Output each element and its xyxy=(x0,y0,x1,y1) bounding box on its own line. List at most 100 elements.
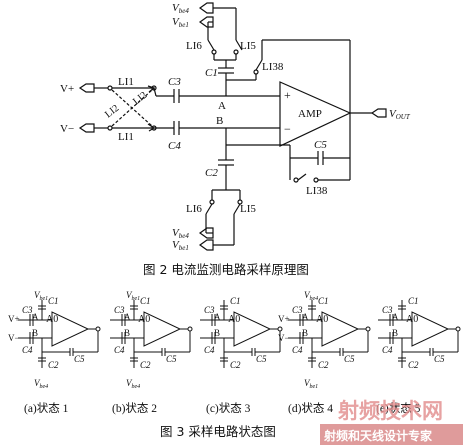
c1-label: C1 xyxy=(230,296,241,306)
node-b-label: B xyxy=(216,115,223,127)
c5-label: C5 xyxy=(166,354,177,364)
amp-triangle xyxy=(279,81,352,147)
node-a-label: A xyxy=(214,312,221,322)
c2-label: C2 xyxy=(318,360,329,370)
figure-2-labels: Vbe4 Vbe1 LI6 LI5 C1 LI38 V+ V− LI1 LI1 … xyxy=(60,2,411,252)
state-3-caption: (c)状态 3 xyxy=(206,401,251,415)
state-5-caption: (e)状态 5 xyxy=(376,401,421,415)
c1-label: C1 xyxy=(318,296,329,306)
node-a-label: A xyxy=(218,100,226,112)
vplus-label: V+ xyxy=(278,314,290,324)
opamp-label: A0 xyxy=(406,314,418,325)
c5-label: C5 xyxy=(314,139,327,151)
opamp-triangle xyxy=(233,311,272,347)
watermark-bottom: 射频和天线设计专家 xyxy=(323,428,433,443)
watermark: 射频技术网 射频和天线设计专家 xyxy=(320,399,463,445)
c4-label: C4 xyxy=(114,345,125,355)
watermark-top: 射频技术网 xyxy=(337,399,443,423)
c2-label: C2 xyxy=(48,360,59,370)
node-b-label: B xyxy=(214,328,220,338)
vminus-terminal xyxy=(78,123,95,133)
opamp-label: A0 xyxy=(46,314,58,325)
c1-label: C1 xyxy=(408,296,419,306)
opamp-triangle xyxy=(51,311,90,347)
vbe1-bottom-label: Vbe1 xyxy=(172,239,189,252)
vminus-label: V− xyxy=(278,333,290,343)
c3-label: C3 xyxy=(168,76,181,88)
c3-label: C3 xyxy=(114,305,125,315)
vout-terminal xyxy=(370,108,387,118)
c3-label: C3 xyxy=(204,305,215,315)
node-b-label: B xyxy=(302,328,308,338)
vminus-label: V− xyxy=(60,123,74,135)
vbe-top-label: Vbe1 xyxy=(34,290,48,302)
opamp-label: A0 xyxy=(228,314,240,325)
c3-label: C3 xyxy=(382,305,393,315)
vbe4-top-terminal xyxy=(198,2,214,14)
node-b-label: B xyxy=(392,328,398,338)
li1-top-label: LI1 xyxy=(118,76,134,88)
amp-label: AMP xyxy=(298,108,322,120)
figure-3-states: A0ABC3C4C1C2C5V+V−Vbe1Vbe4A0ABC3C4C1C2C5… xyxy=(8,290,461,390)
vbe-top-label: Vbe1 xyxy=(126,290,140,302)
li38-top-label: LI38 xyxy=(262,61,284,73)
c5-label: C5 xyxy=(74,354,85,364)
c2-label: C2 xyxy=(230,360,241,370)
vbe-bottom-label: Vbe1 xyxy=(304,378,318,390)
li2-label-b: LI2 xyxy=(131,90,149,108)
node-a-label: A xyxy=(392,312,399,322)
li38-bottom-label: LI38 xyxy=(306,185,328,197)
opamp-label: A0 xyxy=(316,314,328,325)
c3-label: C3 xyxy=(292,305,303,315)
c4-label: C4 xyxy=(204,345,215,355)
figure-2-schematic xyxy=(78,2,387,251)
opamp-triangle xyxy=(411,311,450,347)
c2-label: C2 xyxy=(140,360,151,370)
vbe4-top-label: Vbe4 xyxy=(172,2,189,15)
c1-label: C1 xyxy=(140,296,151,306)
amp-plus-label: + xyxy=(284,88,291,102)
vplus-label: V+ xyxy=(60,83,74,95)
figure-3-state-captions: (a)状态 1 (b)状态 2 (c)状态 3 (d)状态 4 (e)状态 5 xyxy=(24,401,421,415)
vbe-bottom-label: Vbe4 xyxy=(126,378,140,390)
c2-label: C2 xyxy=(408,360,419,370)
vplus-terminal xyxy=(78,83,95,93)
c1-label: C1 xyxy=(48,296,59,306)
c5-label: C5 xyxy=(344,354,355,364)
state-1-caption: (a)状态 1 xyxy=(24,401,69,415)
node-b-label: B xyxy=(32,328,38,338)
figure-3-caption: 图 3 采样电路状态图 xyxy=(160,424,276,439)
c3-label: C3 xyxy=(22,305,33,315)
state-2-caption: (b)状态 2 xyxy=(112,401,157,415)
opamp-triangle xyxy=(321,311,360,347)
c4-label: C4 xyxy=(168,140,181,152)
c4-label: C4 xyxy=(292,345,303,355)
watermark-band xyxy=(320,424,463,445)
state-4-caption: (d)状态 4 xyxy=(288,401,333,415)
li5-bottom-label: LI5 xyxy=(240,203,256,215)
vplus-label: V+ xyxy=(8,314,20,324)
node-a-label: A xyxy=(32,312,39,322)
vbe1-top-label: Vbe1 xyxy=(172,16,189,29)
figure-2-caption: 图 2 电流监测电路采样原理图 xyxy=(143,262,309,277)
vout-label: VOUT xyxy=(389,108,411,121)
vminus-label: V− xyxy=(8,333,20,343)
vbe4-bottom-label: Vbe4 xyxy=(172,227,189,240)
opamp-label: A0 xyxy=(138,314,150,325)
node-a-label: A xyxy=(302,312,309,322)
amp-minus-label: − xyxy=(284,122,291,136)
c2-label: C2 xyxy=(205,167,218,179)
li1-bottom-label: LI1 xyxy=(118,131,134,143)
vbe-bottom-label: Vbe4 xyxy=(34,378,48,390)
c4-label: C4 xyxy=(22,345,33,355)
opamp-triangle xyxy=(143,311,182,347)
li2-label-a: LI2 xyxy=(103,103,121,121)
li6-bottom-label: LI6 xyxy=(186,203,202,215)
c1-label: C1 xyxy=(205,67,218,79)
